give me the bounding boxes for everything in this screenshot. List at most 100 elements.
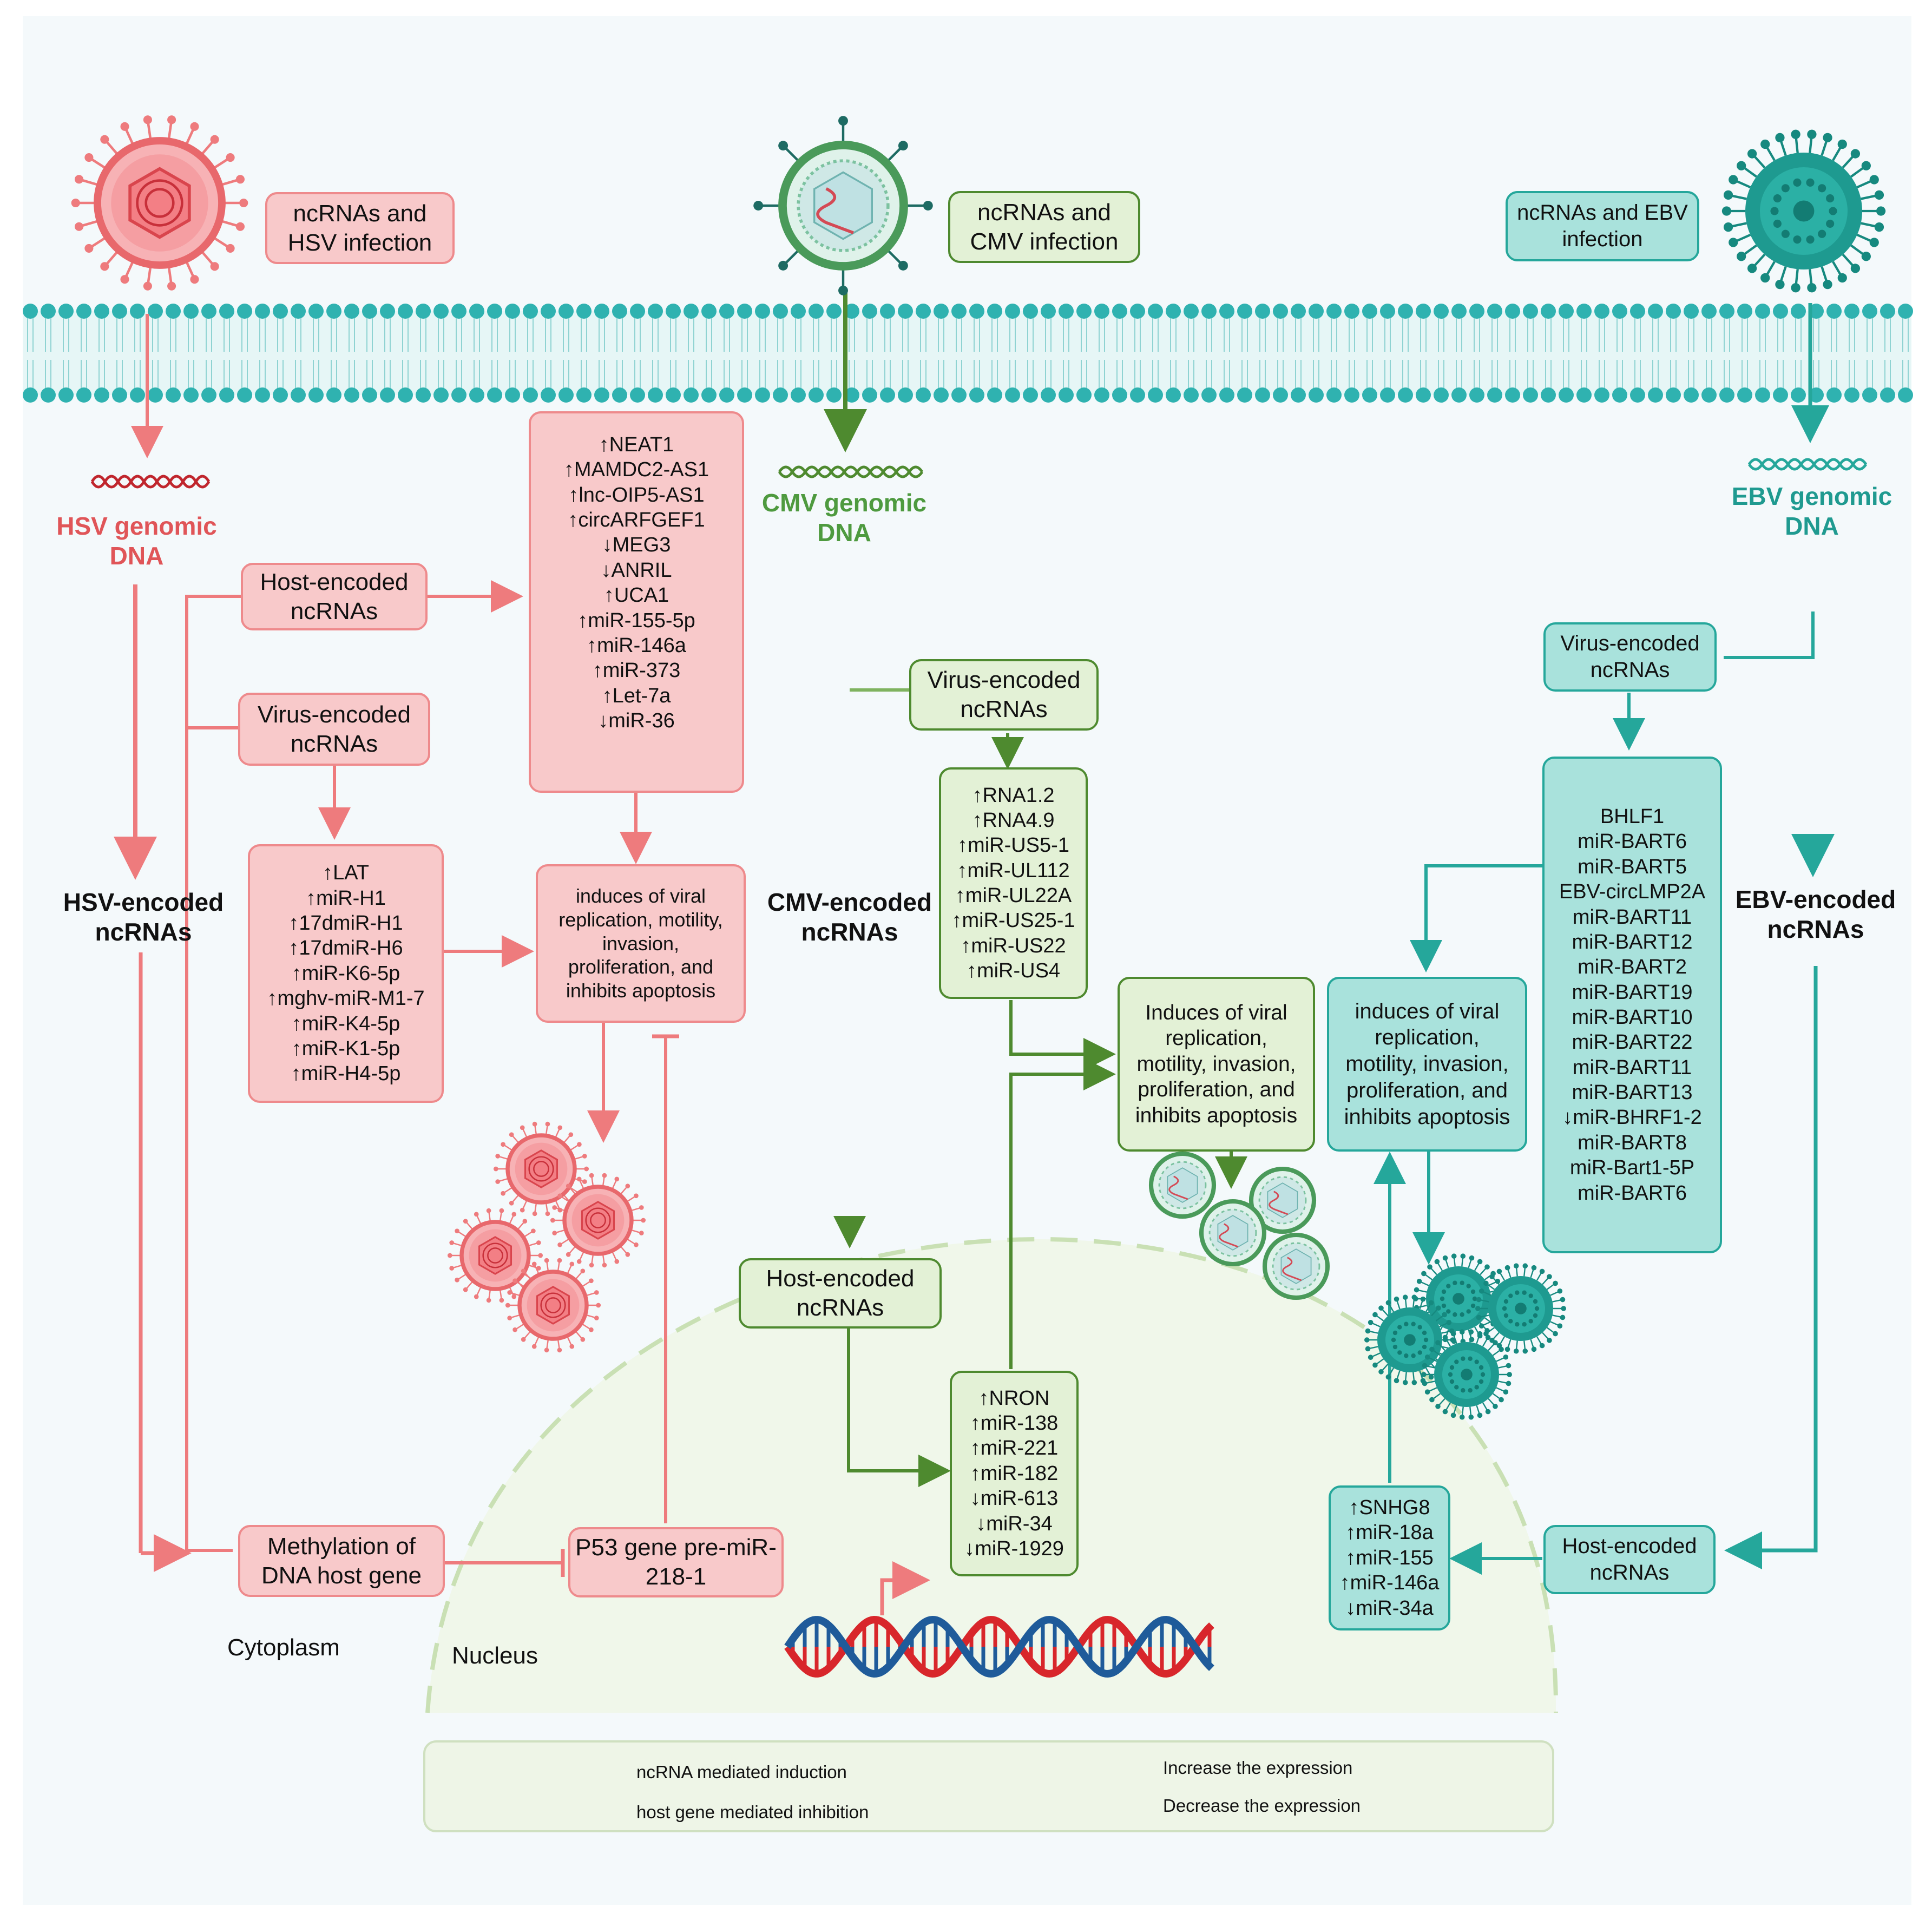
lipid-tail bbox=[849, 318, 855, 352]
lipid-tail bbox=[777, 318, 784, 352]
lipid-tail bbox=[241, 318, 248, 352]
lipid-head bbox=[1380, 387, 1395, 403]
virus-spike-tip bbox=[1446, 1319, 1452, 1325]
hsv-host-encoded-box: Host-encoded ncRNAs bbox=[241, 563, 428, 630]
virus-spike-tip bbox=[1721, 206, 1732, 216]
cmv-virus-ncrna-list: ↑RNA1.2 ↑RNA4.9 ↑miR-US5-1 ↑miR-UL112 ↑m… bbox=[939, 767, 1088, 999]
list-item: miR-BART12 bbox=[1572, 930, 1693, 954]
lipid-tail bbox=[474, 360, 480, 390]
ebv-surface-dot bbox=[1449, 1365, 1455, 1370]
virus-spike-tip bbox=[614, 1176, 620, 1182]
lipid-tail bbox=[224, 318, 230, 352]
virus-spike-tip bbox=[120, 122, 129, 131]
list-item: BHLF1 bbox=[1600, 805, 1665, 829]
virus-spike-tip bbox=[1485, 1334, 1491, 1340]
cell-membrane bbox=[23, 304, 1913, 403]
virus-spike-tip bbox=[521, 1268, 526, 1274]
lipid-tail bbox=[1777, 318, 1784, 352]
ebv-surface-dot bbox=[1474, 1385, 1479, 1390]
hsv-genome bbox=[533, 1161, 549, 1177]
lipid-tail bbox=[920, 360, 926, 390]
lipid-head bbox=[969, 387, 984, 403]
lipid-head bbox=[1005, 387, 1020, 403]
virus-spike-tip bbox=[1365, 1328, 1371, 1334]
virus-spike-tip bbox=[100, 262, 109, 271]
lipid-tail bbox=[1349, 318, 1355, 352]
virus-spike-tip bbox=[1368, 1319, 1374, 1325]
lipid-tail bbox=[1206, 318, 1212, 352]
lipid-head bbox=[1094, 387, 1109, 403]
lipid-head bbox=[1594, 304, 1609, 319]
lipid-tail bbox=[759, 318, 766, 352]
lipid-head bbox=[630, 387, 645, 403]
lipid-tail bbox=[1027, 318, 1034, 352]
lipid-head bbox=[576, 387, 592, 403]
ebv-surface-dot bbox=[1508, 1293, 1513, 1298]
lipid-tail bbox=[563, 360, 569, 390]
lipid-head bbox=[1184, 304, 1199, 319]
cmv-virion bbox=[1248, 1166, 1317, 1234]
ebv-effect-box: induces of viral replication, motility, … bbox=[1327, 977, 1527, 1152]
lipid-head bbox=[1166, 387, 1181, 403]
ebv-surface-dot bbox=[1522, 1290, 1527, 1295]
list-item: ↑miR-K4-5p bbox=[291, 1012, 400, 1035]
lipid-head bbox=[558, 387, 574, 403]
ebv-surface-dot bbox=[1478, 1365, 1484, 1370]
lipid-head bbox=[1130, 304, 1145, 319]
lipid-tail bbox=[1777, 360, 1784, 390]
ebv-surface-dot bbox=[1534, 1306, 1540, 1311]
list-item: ↑UCA1 bbox=[603, 584, 669, 607]
lipid-tail bbox=[420, 360, 426, 390]
lipid-tail bbox=[1652, 360, 1659, 390]
lipid-head bbox=[1898, 304, 1913, 319]
lipid-head bbox=[1648, 304, 1663, 319]
ebv-surface-dot bbox=[1391, 1337, 1396, 1343]
virus-spike-tip bbox=[1504, 1346, 1510, 1352]
cmv-virus-encoded-text: Virus-encoded ncRNAs bbox=[927, 667, 1081, 722]
ebv-surface-dot bbox=[1806, 235, 1815, 244]
list-item: miR-BART10 bbox=[1572, 1006, 1693, 1029]
lipid-head bbox=[1737, 304, 1752, 319]
virus-spike-tip bbox=[499, 1298, 504, 1303]
lipid-tail bbox=[1456, 318, 1462, 352]
list-item: ↓miR-613 bbox=[970, 1487, 1059, 1510]
lipid-head bbox=[684, 304, 699, 319]
ebv-surface-dot bbox=[1781, 184, 1790, 193]
lipid-head bbox=[1326, 304, 1342, 319]
lipid-head bbox=[1719, 304, 1734, 319]
list-item: EBV-circLMP2A bbox=[1559, 880, 1706, 904]
virus-spike-tip bbox=[449, 1240, 455, 1245]
ebv-surface-dot bbox=[1446, 1284, 1451, 1288]
hsv-genomic-dna-label: HSV genomic DNA bbox=[56, 512, 217, 570]
lipid-head bbox=[1059, 387, 1074, 403]
lipid-tail bbox=[545, 360, 551, 390]
lipid-head bbox=[1362, 304, 1377, 319]
lipid-head bbox=[273, 387, 288, 403]
lipid-head bbox=[166, 387, 181, 403]
ebv-surface-dot bbox=[1440, 1296, 1445, 1301]
virus-spike-tip bbox=[1450, 1331, 1456, 1337]
virus-spike-tip bbox=[625, 1183, 630, 1189]
ebv-surface-dot bbox=[1533, 1299, 1538, 1304]
lipid-tail bbox=[277, 360, 284, 390]
hsv-effect-text: induces of viral replication, motility, … bbox=[558, 884, 723, 1002]
list-item: ↑17dmiR-H6 bbox=[288, 937, 403, 960]
cmv-effect-text: Induces of viral replication, motility, … bbox=[1135, 1001, 1298, 1127]
ebv-surface-dot bbox=[1770, 207, 1779, 215]
list-item: ↑miR-US25-1 bbox=[951, 909, 1075, 932]
membrane-core bbox=[23, 311, 1911, 395]
cmv-host-encoded-text: Host-encoded ncRNAs bbox=[766, 1265, 915, 1321]
lipid-head bbox=[523, 304, 538, 319]
lipid-tail bbox=[295, 318, 301, 352]
virus-spike-tip bbox=[557, 1258, 562, 1263]
lipid-tail bbox=[241, 360, 248, 390]
ebv-surface-dot bbox=[1446, 1309, 1451, 1314]
virus-spike-tip bbox=[1378, 1369, 1384, 1375]
lipid-tail bbox=[1616, 360, 1623, 390]
lipid-head bbox=[1273, 387, 1288, 403]
lipid-head bbox=[630, 304, 645, 319]
ebv-surface-dot bbox=[1466, 1309, 1471, 1314]
cmv-encoded-label: CMV-encoded ncRNAs bbox=[767, 888, 932, 946]
cmv-virion bbox=[1199, 1199, 1267, 1267]
lipid-head bbox=[183, 304, 199, 319]
